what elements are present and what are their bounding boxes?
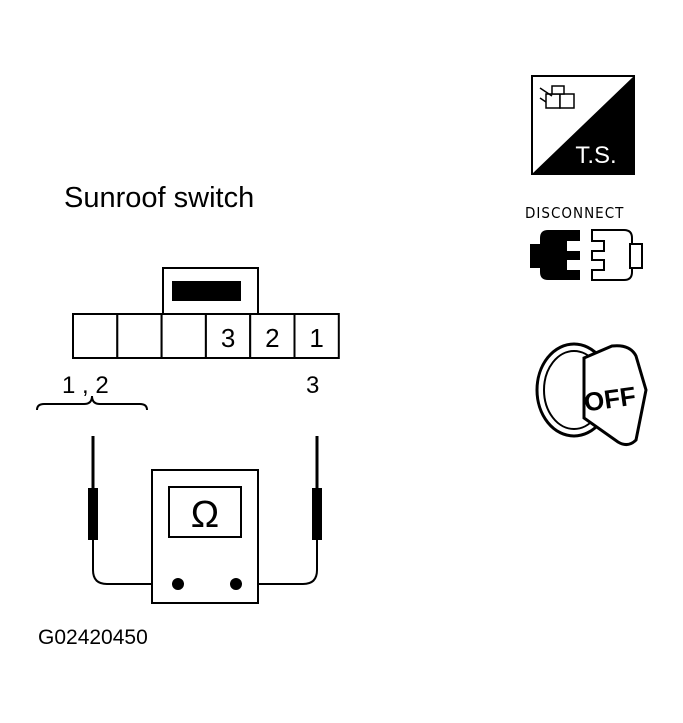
connector-cavity <box>293 313 340 359</box>
key-off-label: OFF <box>582 381 638 418</box>
figure-id: G02420450 <box>38 626 148 649</box>
connector-cavity <box>72 313 119 359</box>
disconnect-label: DISCONNECT <box>525 204 625 222</box>
meter-terminal-right <box>230 578 242 590</box>
ts-label: T.S. <box>575 142 616 169</box>
connector-pin-number: 1 <box>309 323 323 353</box>
meter-terminal-left <box>172 578 184 590</box>
meter-display <box>168 486 242 538</box>
connector-pin-number: 2 <box>265 323 279 353</box>
left-probe <box>88 436 178 585</box>
pin-brace <box>36 395 148 411</box>
right-probe-pin-label: 3 <box>306 372 320 399</box>
left-probe-pin-label: 1 , 2 <box>62 372 109 399</box>
ohm-symbol: Ω <box>191 494 219 536</box>
diagram-title: Sunroof switch <box>64 182 255 214</box>
key-off-icon: OFF <box>535 342 648 447</box>
connector-pin-number: 3 <box>221 323 235 353</box>
connector-lock-tab <box>172 281 241 301</box>
ohmmeter: Ω <box>151 469 259 604</box>
right-probe <box>236 436 322 585</box>
connector-cavity <box>116 313 163 359</box>
connector-glyph <box>539 85 575 109</box>
disconnect-icon <box>530 229 643 281</box>
connector-cavity <box>160 313 207 359</box>
ts-icon: T.S. <box>531 75 635 175</box>
connector-cavity <box>204 313 252 359</box>
